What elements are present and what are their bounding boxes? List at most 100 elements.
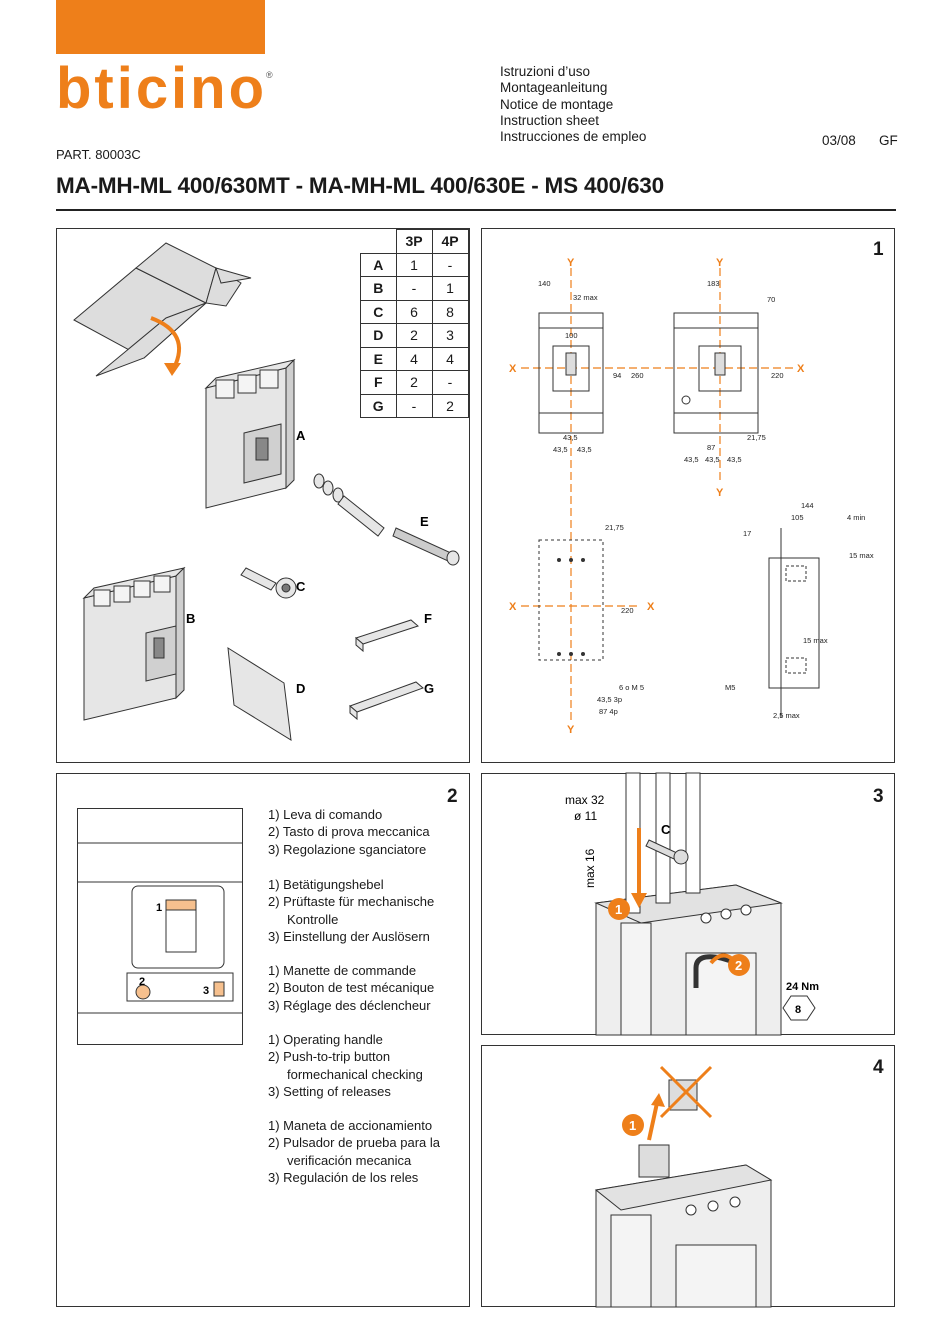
bticino-logo: bticino ® — [56, 56, 273, 121]
brand-color-bar — [56, 0, 265, 54]
legend-spanish: 1) Maneta de accionamiento 2) Pulsador d… — [268, 1117, 440, 1187]
cell: - — [431, 370, 469, 395]
front-controls-drawing: 1 2 3 — [77, 808, 243, 1045]
cross-icon — [659, 1065, 713, 1119]
part-number: PART. 80003C — [56, 147, 141, 162]
hole-marks — [557, 558, 585, 656]
cell: 2 — [395, 323, 433, 348]
legend-item: 3) Réglage des déclencheur — [268, 997, 431, 1013]
document-types: Istruzioni d’uso Montageanleitung Notice… — [500, 64, 646, 145]
cell: 4 — [395, 346, 433, 371]
legend-item: Kontrolle — [287, 911, 339, 927]
table-row: G-2 — [360, 393, 469, 418]
cell: 4 — [431, 346, 469, 371]
legend-item: formechanical checking — [287, 1066, 423, 1082]
svg-text:bticino: bticino — [56, 56, 263, 121]
dim-m5: M5 — [725, 683, 735, 692]
panel-dimensions — [481, 228, 895, 763]
callout-1: 1 — [156, 902, 162, 914]
legend-item: 2) Bouton de test mécanique — [268, 980, 435, 996]
legend-item: 2) Pulsador de prueba para la — [268, 1135, 441, 1151]
axis-label-x: X — [509, 363, 517, 375]
dim-4min: 4 min — [847, 513, 865, 522]
step-number: 3 — [873, 786, 884, 807]
cover-g-icon — [349, 681, 424, 721]
row-key: E — [360, 346, 397, 371]
panel-front-controls — [56, 773, 470, 1307]
drilling-template — [538, 539, 604, 661]
hex-key-icon — [782, 995, 816, 1021]
rod-icon — [313, 473, 460, 566]
dim-105: 105 — [791, 513, 804, 522]
breaker-top-icon — [594, 1164, 773, 1308]
dim-43-5: 43,5 — [577, 445, 592, 454]
step-2-badge: 2 — [735, 958, 742, 973]
legend-english: 1) Operating handle 2) Push-to-trip butt… — [268, 1031, 423, 1101]
front-view-3p — [538, 312, 604, 434]
dim-17: 17 — [743, 529, 751, 538]
busbar-icon — [625, 772, 701, 914]
doc-date: 03/08 — [822, 133, 856, 148]
step-number: 1 — [873, 239, 884, 260]
legend-item: 1) Maneta de accionamiento — [268, 1118, 433, 1133]
step-1-badge: 1 — [615, 902, 622, 917]
dim-144: 144 — [801, 501, 814, 510]
dim-21-75: 21,75 — [605, 523, 624, 532]
legend-item: 2) Tasto di prova meccanica — [268, 824, 430, 840]
step-number: 2 — [447, 786, 458, 807]
hex-size: 8 — [795, 1004, 801, 1016]
cell: 8 — [431, 299, 469, 324]
cell: - — [395, 393, 433, 418]
dimension-drawing: Y Y Y Y X X X X 140 32 max — [509, 257, 874, 736]
doc-type: Notice de montage — [500, 96, 614, 112]
label-c: C — [661, 822, 671, 837]
axis-label-x: X — [797, 363, 805, 375]
dim-max16: max 16 — [583, 848, 597, 888]
arrow-icon — [150, 316, 181, 369]
row-key: C — [360, 299, 397, 324]
dim-220: 220 — [621, 606, 634, 615]
axis-label-y: Y — [567, 724, 575, 736]
terminal-cover-drawing: 1 — [594, 1065, 773, 1308]
label-d: D — [296, 681, 305, 696]
release-setting[interactable] — [213, 981, 225, 997]
cell: 3 — [431, 323, 469, 348]
busbar-drawing: 1 2 max 32 ø 11 max 16 C 24 Nm 8 — [565, 772, 819, 1036]
terminal-cap-icon — [638, 1144, 670, 1178]
column-header: 3P — [395, 229, 433, 254]
label-c: C — [296, 579, 306, 594]
dim-43-5: 43,5 — [553, 445, 568, 454]
page-title: MA-MH-ML 400/630MT - MA-MH-ML 400/630E -… — [56, 173, 664, 198]
dim-diam11: ø 11 — [574, 809, 597, 823]
doc-type: Instruction sheet — [500, 112, 600, 128]
dim-87-4p: 87 4p — [599, 707, 618, 716]
legend-item: 3) Regolazione sganciatore — [268, 841, 427, 857]
label-b: B — [186, 611, 195, 626]
push-to-trip-button[interactable] — [135, 984, 151, 1000]
label-a: A — [296, 428, 306, 443]
dim-87: 87 — [707, 443, 715, 452]
plate-d-icon — [227, 647, 292, 741]
front-view-4p — [673, 312, 759, 434]
dim-43-5: 43,5 — [563, 433, 578, 442]
dim-140: 140 — [538, 279, 551, 288]
dim-43-5-3p: 43,5 3p — [597, 695, 622, 704]
arrow-head-icon — [164, 363, 181, 376]
doc-code: GF — [879, 133, 898, 148]
screw-icon — [240, 567, 297, 599]
contents-illustration: A E C B F D G — [73, 242, 460, 741]
axis-lines — [521, 268, 796, 723]
row-key: A — [360, 252, 397, 277]
screw-c-icon — [645, 839, 689, 865]
callout-2: 2 — [139, 976, 145, 988]
doc-type: Instrucciones de empleo — [500, 129, 647, 145]
breaker-top-icon — [594, 884, 783, 1036]
cell: - — [431, 252, 469, 277]
legend-item: 1) Betätigungshebel — [268, 877, 384, 892]
dim-21-75: 21,75 — [747, 433, 766, 442]
row-key: F — [360, 370, 397, 395]
